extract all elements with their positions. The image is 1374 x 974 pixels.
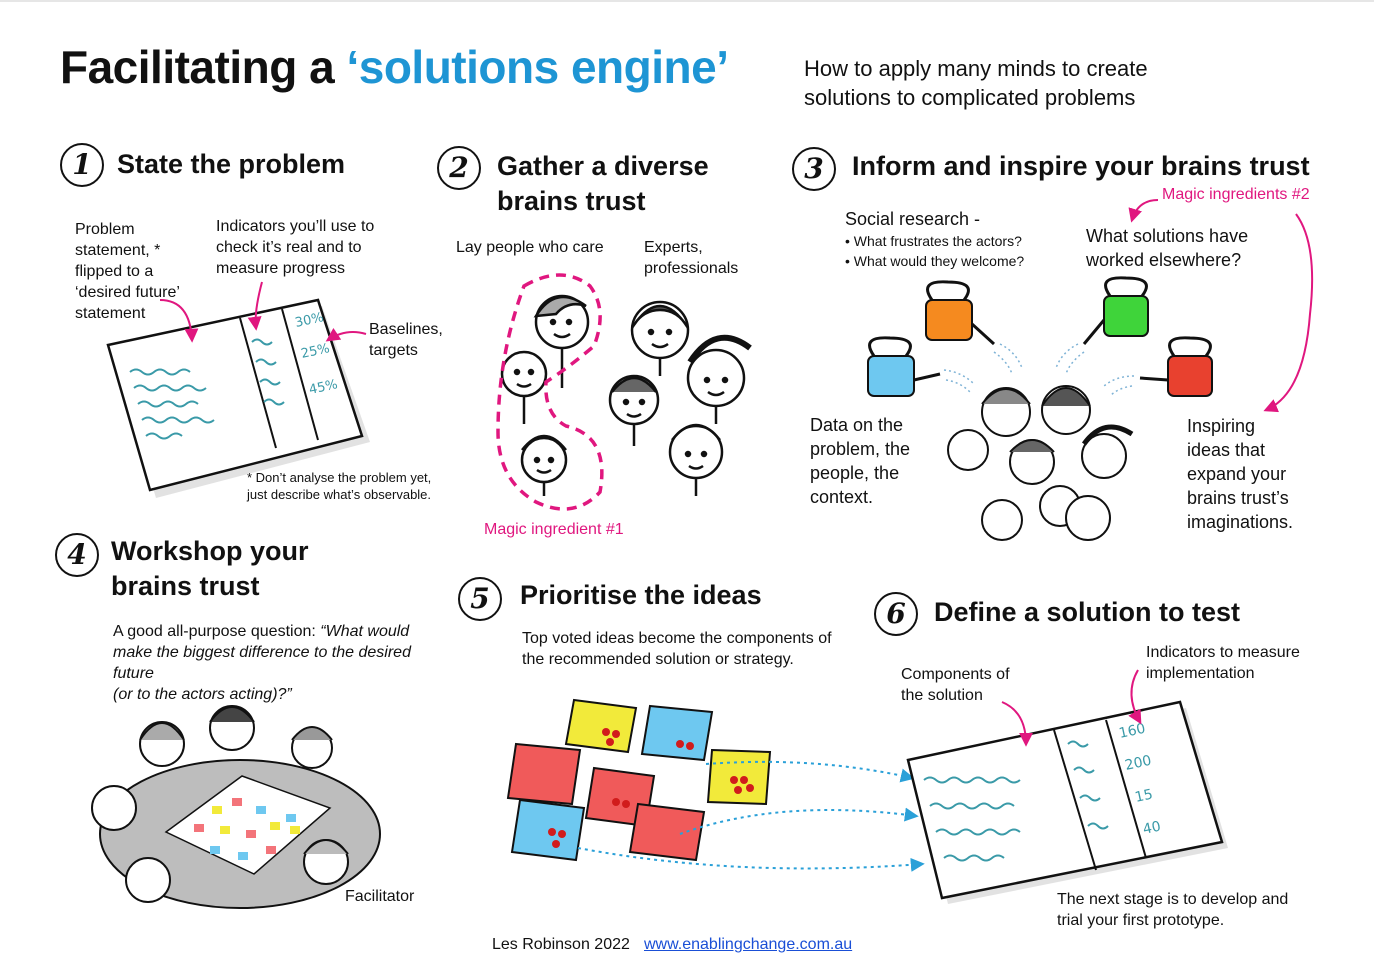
step-5-title: Prioritise the ideas <box>520 580 762 610</box>
step-1-title: State the problem <box>117 149 346 179</box>
page-subtitle: How to apply many minds to create soluti… <box>804 56 1148 110</box>
title-accent: ‘solutions engine’ <box>346 41 729 93</box>
sheet-value-3: 45% <box>308 377 339 398</box>
magic-ingredient-1-label: Magic ingredient #1 <box>484 521 624 538</box>
facilitator-label: Facilitator <box>345 888 415 905</box>
brains-trust-people-illustration <box>500 294 752 496</box>
baselines-label: Baselines,targets <box>369 321 443 359</box>
step-3-title: Inform and inspire your brains trust <box>852 151 1310 181</box>
workshop-question: A good all-purpose question: “What would… <box>113 623 411 703</box>
workshop-table-illustration <box>91 705 381 909</box>
magic-ingredients-2-label: Magic ingredients #2 <box>1162 186 1310 203</box>
brains-trust-crowd-illustration <box>947 385 1134 541</box>
step-5-number: 5 <box>458 577 502 621</box>
sheet-value-200: 200 <box>1124 753 1153 774</box>
sheet-value-2: 25% <box>300 341 331 362</box>
experts-label: Experts,professionals <box>644 239 739 277</box>
step-6-number: 6 <box>874 592 918 636</box>
page-title: Facilitating a ‘solutions engine’ <box>60 41 729 93</box>
sheet-value-160: 160 <box>1118 721 1147 742</box>
solution-sheet-illustration: 160 200 15 40 <box>906 700 1228 904</box>
step-1-number: 1 <box>60 143 104 187</box>
footer-author: Les Robinson 2022 <box>492 936 630 953</box>
footer-link[interactable]: www.enablingchange.com.au <box>644 936 853 953</box>
social-research-label: Social research - <box>845 209 981 229</box>
social-research-bullets: • What frustrates the actors?• What woul… <box>845 233 1025 269</box>
step-3-number: 3 <box>792 147 836 191</box>
top-border <box>0 0 1374 2</box>
step-4-number: 4 <box>55 533 99 577</box>
sheet-value-15: 15 <box>1134 787 1155 806</box>
footnote: * Don’t analyse the problem yet,just des… <box>247 470 432 502</box>
watering-cans-illustration <box>867 276 1213 397</box>
problem-sheet-illustration: 30% 25% 45% <box>106 298 370 498</box>
lay-people-label: Lay people who care <box>456 239 604 256</box>
step-6-title: Define a solution to test <box>934 597 1241 627</box>
step-2-number: 2 <box>437 146 481 190</box>
sheet-value-1: 30% <box>294 310 325 331</box>
prioritise-description: Top voted ideas become the components of… <box>522 630 832 668</box>
voted-notes-illustration <box>506 698 772 862</box>
sheet-value-40: 40 <box>1142 819 1163 838</box>
